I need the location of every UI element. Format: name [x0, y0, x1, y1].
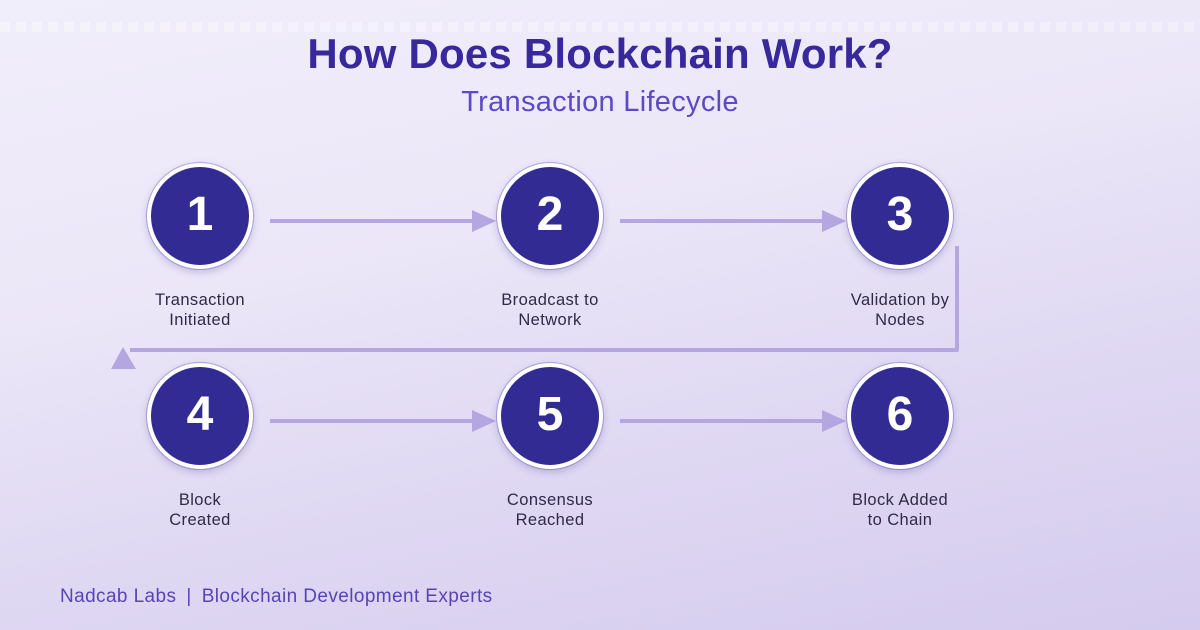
step-label-5: Consensus Reached — [507, 490, 593, 530]
step-label-line: Block Added — [851, 491, 949, 509]
step-circle-4: 4 — [147, 363, 253, 469]
step-label-4: Block Created — [169, 490, 231, 530]
step-node-2: 2 Broadcast to Network — [440, 163, 660, 330]
step-number: 2 — [536, 188, 564, 241]
step-label-line: to Chain — [867, 511, 933, 529]
step-node-4: 4 Block Created — [90, 363, 310, 530]
step-label-line: Transaction — [155, 291, 245, 309]
step-label-2: Broadcast to Network — [501, 290, 598, 330]
page-subtitle: Transaction Lifecycle — [461, 86, 739, 118]
step-label-6: Block Added to Chain — [852, 490, 948, 530]
step-label-line: Broadcast to — [501, 291, 599, 309]
step-label-3: Validation by Nodes — [851, 290, 949, 330]
step-label-line: Network — [518, 311, 582, 329]
footer-separator: | — [186, 586, 192, 607]
step-label-line: Created — [169, 511, 231, 529]
step-circle-5: 5 — [497, 363, 603, 469]
step-circle-6: 6 — [847, 363, 953, 469]
step-label-line: Block — [178, 491, 222, 509]
step-number: 5 — [536, 388, 564, 441]
step-label-line: Initiated — [169, 311, 231, 329]
step-circle-2: 2 — [497, 163, 603, 269]
footer-brand-line: Nadcab Labs | Blockchain Development Exper… — [60, 586, 493, 608]
step-node-6: 6 Block Added to Chain — [790, 363, 1010, 530]
step-circle-1: 1 — [147, 163, 253, 269]
step-node-5: 5 Consensus Reached — [440, 363, 660, 530]
step-number: 3 — [886, 188, 914, 241]
top-dashed-texture — [0, 22, 1200, 32]
step-circle-3: 3 — [847, 163, 953, 269]
step-label-line: Nodes — [875, 311, 925, 329]
step-number: 4 — [186, 388, 214, 441]
step-label-line: Validation by — [850, 291, 950, 309]
step-node-3: 3 Validation by Nodes — [790, 163, 1010, 330]
brand-name: Nadcab Labs — [60, 586, 177, 607]
step-label-1: Transaction Initiated — [155, 290, 245, 330]
brand-tagline: Blockchain Development Experts — [201, 586, 493, 607]
header: How Does Blockchain Work? Transaction Li… — [0, 30, 1200, 119]
step-node-1: 1 Transaction Initiated — [90, 163, 310, 330]
step-number: 6 — [886, 388, 914, 441]
page-title: How Does Blockchain Work? — [307, 30, 893, 77]
step-label-line: Reached — [515, 511, 585, 529]
step-label-line: Consensus — [506, 491, 594, 509]
step-number: 1 — [186, 188, 214, 241]
